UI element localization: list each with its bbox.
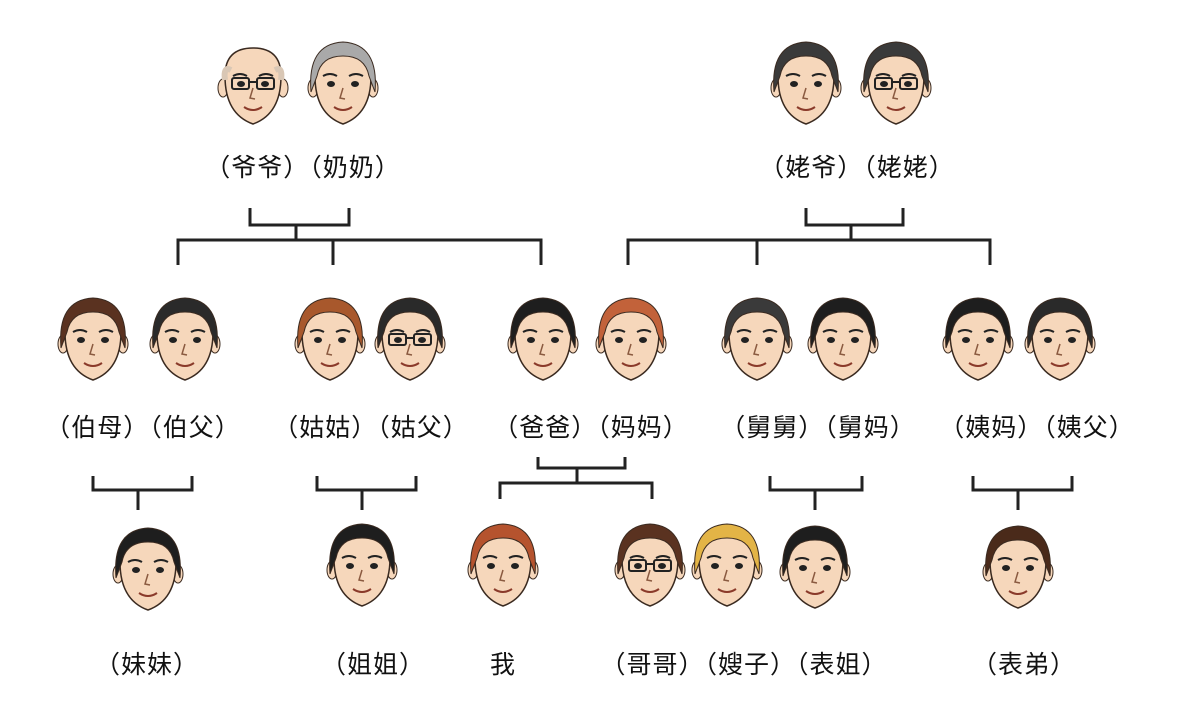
- face-jiejie: [324, 518, 400, 614]
- face-gufu: [372, 292, 448, 388]
- face-yima: [940, 292, 1016, 388]
- face-jiuma-icon: [807, 297, 879, 381]
- face-nainai: [305, 36, 381, 132]
- face-biaojie-icon: [779, 525, 851, 609]
- face-biaodi: [980, 520, 1056, 616]
- label-g-jiejie: （姐姐）: [320, 650, 426, 679]
- face-saozi: [689, 518, 765, 614]
- face-wo-icon: [467, 523, 539, 607]
- face-jiuma: [805, 292, 881, 388]
- face-jiejie-icon: [326, 523, 398, 607]
- parents-connector: [498, 457, 654, 499]
- face-laolao: [858, 36, 934, 132]
- face-biaodi-icon: [982, 525, 1054, 609]
- face-baba: [505, 292, 581, 388]
- face-biaojie: [777, 520, 853, 616]
- face-nainai-icon: [307, 41, 379, 125]
- maternal-grandparents-connector: [626, 208, 992, 265]
- face-wo: [465, 518, 541, 614]
- label-g-meimei: （妹妹）: [94, 650, 200, 679]
- label-g-grandpaternal: （爷爷）（奶奶）: [205, 153, 401, 182]
- yi-family-connector: [971, 476, 1074, 510]
- face-mama-icon: [595, 297, 667, 381]
- face-yifu: [1022, 292, 1098, 388]
- label-g-biaodi: （表弟）: [971, 650, 1077, 679]
- face-meimei-icon: [112, 527, 184, 611]
- face-gege: [612, 518, 688, 614]
- face-yifu-icon: [1024, 297, 1096, 381]
- face-jiujiu-icon: [721, 297, 793, 381]
- face-baba-icon: [507, 297, 579, 381]
- face-bofu-icon: [149, 297, 221, 381]
- face-bomu-icon: [57, 297, 129, 381]
- face-bofu: [147, 292, 223, 388]
- label-g-grandmaternal: （姥爷）（姥姥）: [759, 153, 955, 182]
- face-gugu: [292, 292, 368, 388]
- jiu-family-connector: [768, 476, 864, 510]
- face-yima-icon: [942, 297, 1014, 381]
- face-laolao-icon: [860, 41, 932, 125]
- face-saozi-icon: [691, 523, 763, 607]
- label-g-gu: （姑姑）（姑父）: [273, 413, 469, 442]
- face-meimei: [110, 522, 186, 618]
- face-jiujiu: [719, 292, 795, 388]
- label-g-jiu: （舅舅）（舅妈）: [720, 413, 916, 442]
- label-g-bo: （伯母）（伯父）: [45, 413, 241, 442]
- face-laoye: [768, 36, 844, 132]
- face-gugu-icon: [294, 297, 366, 381]
- face-yeye: [215, 36, 291, 132]
- face-gufu-icon: [374, 297, 446, 381]
- face-laoye-icon: [770, 41, 842, 125]
- face-mama: [593, 292, 669, 388]
- label-g-parents: （爸爸）（妈妈）: [493, 413, 689, 442]
- label-g-wo: 我: [489, 650, 517, 679]
- face-bomu: [55, 292, 131, 388]
- gu-family-connector: [315, 476, 418, 510]
- bo-family-connector: [91, 476, 194, 510]
- paternal-grandparents-connector: [176, 208, 543, 265]
- label-g-siblings: （哥哥）（嫂子）（表姐）: [600, 650, 888, 679]
- face-yeye-icon: [217, 47, 289, 125]
- label-g-yi: （姨妈）（姨父）: [939, 413, 1135, 442]
- face-gege-icon: [614, 523, 686, 607]
